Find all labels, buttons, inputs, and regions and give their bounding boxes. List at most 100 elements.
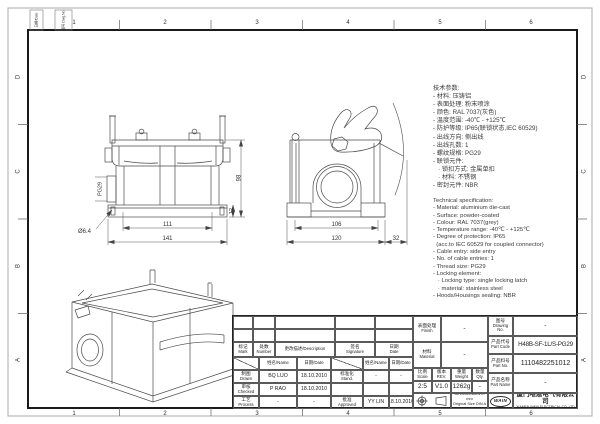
name-label: 姓名/Name bbox=[267, 360, 289, 366]
part-name-en: Part Name bbox=[490, 382, 511, 388]
spec-line: - 螺纹规格: PG29 bbox=[433, 149, 481, 157]
finish-en: Finish bbox=[421, 328, 433, 334]
number-cn: 处数 bbox=[259, 343, 269, 349]
spec-line: - 联锁元件: bbox=[433, 157, 464, 165]
front-view bbox=[104, 115, 231, 218]
finish-label: 表面处理 Finish bbox=[413, 316, 441, 342]
rev-value: V1.0 bbox=[432, 381, 451, 393]
process-name: - bbox=[259, 396, 297, 409]
mark-cn: 标记 bbox=[238, 343, 248, 349]
zone-label: 3 bbox=[255, 20, 259, 26]
spec-line: - 材料: 压铸铝 bbox=[433, 93, 472, 101]
qty-label: 数量 Qty. bbox=[472, 368, 488, 381]
spec-line: - No. of cable entries: 1 bbox=[433, 256, 494, 263]
approved-date-value: 18.10.2010 bbox=[389, 398, 413, 405]
part-name-value: - bbox=[513, 373, 578, 393]
stand-date-value: - bbox=[400, 372, 402, 379]
zone-label: 6 bbox=[529, 411, 533, 417]
drawn-label: 制图 Drawn bbox=[233, 370, 259, 383]
drawing-no-value-text: - bbox=[544, 321, 547, 329]
dim-front-base: 12 bbox=[229, 208, 235, 214]
process-name-value: - bbox=[277, 398, 279, 405]
weight-value: 1262g bbox=[451, 381, 472, 393]
spec-line: · material: stainless steel bbox=[433, 285, 503, 292]
projection-symbol-icon bbox=[416, 395, 447, 407]
scale-value: 2:5 bbox=[413, 381, 432, 393]
spec-line: - Locking element: bbox=[433, 270, 482, 277]
stand-date: - bbox=[389, 370, 413, 383]
process-en: Process bbox=[238, 401, 254, 407]
corner-boxes bbox=[29, 9, 73, 31]
checked-label: 审核 Checked bbox=[233, 383, 259, 396]
zone-label: 2 bbox=[163, 411, 167, 417]
rev-cell bbox=[375, 329, 413, 342]
description-header: 更改描述/Description bbox=[275, 342, 335, 357]
dim-side-outer: 120 bbox=[331, 236, 342, 242]
finish-value: - bbox=[441, 316, 488, 342]
spec-line: · 锁扣方式: 金属单扣 bbox=[433, 165, 495, 173]
zone-label: D bbox=[582, 74, 588, 79]
spec-line: (acc.to IEC 60529 for coupled connector) bbox=[433, 241, 544, 248]
part-name-cn: 产品名称 bbox=[491, 377, 510, 383]
approved-name: YY LIN bbox=[363, 396, 389, 409]
rev-label: 版本 REV. bbox=[432, 368, 451, 381]
spec-line: · Locking type: single locking latch bbox=[433, 278, 528, 285]
iso-view bbox=[65, 269, 241, 403]
number-en: Number bbox=[256, 348, 272, 354]
name-subheader: 姓名/Name bbox=[259, 357, 297, 370]
rev-cn: 版本 bbox=[436, 368, 447, 374]
spec-line: - Colour: RAL 7037(grey) bbox=[433, 219, 499, 226]
drawing-no-label: 图号 Drawing No. bbox=[488, 316, 513, 336]
part-no-value: 1110482251012 bbox=[513, 354, 578, 373]
drawn-date-value: 18.10.2010 bbox=[301, 372, 327, 379]
material-en: Material bbox=[419, 354, 435, 360]
note-line-2: Original Size DIN A 4 bbox=[452, 401, 487, 409]
part-code-value: H48B-SF-1L/S-PG29 bbox=[513, 336, 578, 354]
company-name-en: XIAMEN WAIN ELECTRICAL CO.,LTD bbox=[516, 405, 575, 409]
date-subheader: 日期/Date bbox=[389, 357, 413, 370]
signature-cn: 签名 bbox=[350, 343, 360, 349]
stand-label: 标准化 Stand. bbox=[331, 370, 363, 383]
spec-line: - 温度范围: -40℃ - +125℃ bbox=[433, 117, 506, 125]
checked-date: 18.10.2010 bbox=[297, 383, 331, 396]
drawn-cn: 制图 bbox=[241, 370, 251, 376]
date-label: 日期/Date bbox=[391, 360, 411, 366]
weight-en: Weight bbox=[455, 373, 468, 379]
qty-value: - bbox=[472, 381, 488, 393]
stand-name-value: - bbox=[375, 372, 377, 379]
zone-letters-right: D C B A bbox=[582, 74, 588, 362]
signature-en: Signature bbox=[346, 348, 364, 354]
empty-cell bbox=[389, 383, 413, 396]
drawing-no-cn: 图号 bbox=[495, 318, 506, 324]
date-subheader: 日期/Date bbox=[297, 357, 331, 370]
zone-label: B bbox=[16, 264, 22, 268]
description-label: 更改描述/Description bbox=[284, 346, 326, 352]
rev-cell bbox=[253, 316, 275, 329]
stand-cn: 标准化 bbox=[340, 370, 354, 376]
zone-label: 2 bbox=[163, 20, 167, 26]
spec-line: - 密封元件: NBR bbox=[433, 182, 479, 190]
zone-label: 6 bbox=[529, 20, 533, 26]
approved-date: 18.10.2010 bbox=[389, 396, 413, 409]
dim-front-outer: 141 bbox=[162, 236, 173, 242]
zone-label: 5 bbox=[438, 411, 442, 417]
zone-label: 1 bbox=[72, 20, 76, 26]
zone-label: 5 bbox=[438, 20, 442, 26]
note-line-1: All Dimensions in mm bbox=[454, 393, 485, 401]
side-view-dims bbox=[286, 160, 408, 245]
scale-en: Scale bbox=[417, 373, 428, 379]
dim-front-height: 98 bbox=[237, 174, 243, 181]
diagonal-cell bbox=[331, 357, 363, 370]
part-no-label: 产品料号 Part No. bbox=[488, 354, 513, 373]
spec-line: · 材料: 不锈钢 bbox=[433, 174, 477, 182]
diagonal-cell bbox=[233, 357, 259, 370]
part-code-cn: 产品代号 bbox=[491, 339, 510, 345]
spec-line: - 颜色: RAL 7037(灰色) bbox=[433, 109, 497, 117]
part-code-en: Part Code bbox=[491, 344, 510, 350]
rev-cell bbox=[275, 316, 335, 329]
rev-cell bbox=[335, 329, 375, 342]
zone-ticks bbox=[18, 20, 587, 416]
date-cn: 日期 bbox=[389, 343, 399, 349]
company-logo: WAIN bbox=[488, 393, 513, 409]
spec-line: Technical specification: bbox=[433, 198, 494, 204]
